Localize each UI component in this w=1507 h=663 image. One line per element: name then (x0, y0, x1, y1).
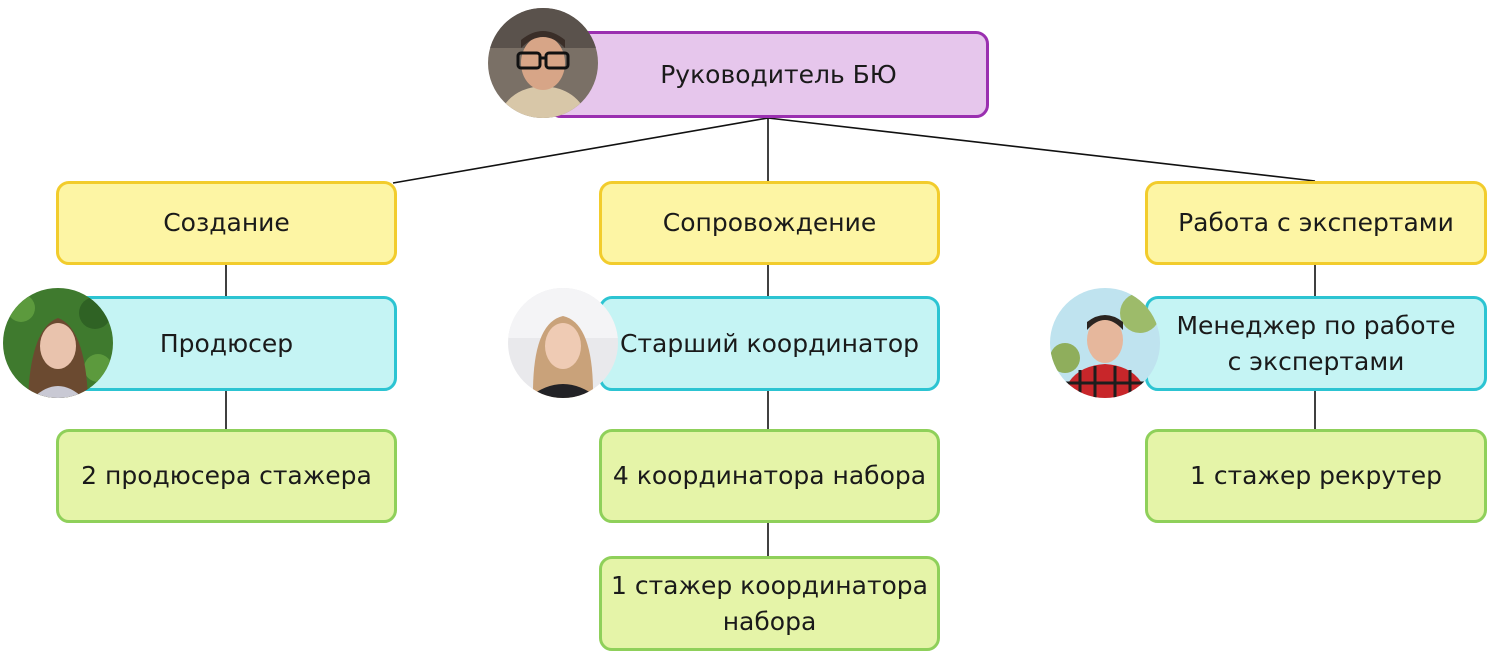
lead-senior-coordinator[interactable]: Старший координатор (599, 296, 940, 391)
staff-recruiter-intern-label: 1 стажер рекрутер (1189, 461, 1443, 490)
staff-coordinator-intern-label: 1 стажер координатора набора (610, 570, 928, 636)
head-label: Руководитель БЮ (660, 59, 897, 89)
department-create[interactable]: Создание (56, 181, 397, 265)
lead-experts-manager-label: Менеджер по работе с экспертами (1176, 310, 1456, 376)
lead-producer-label: Продюсер (159, 328, 294, 358)
staff-coordinators[interactable]: 4 координатора набора (599, 429, 940, 523)
staff-producer-interns-label: 2 продюсера стажера (81, 461, 372, 490)
woman-blonde-photo-icon (508, 288, 618, 398)
department-support-label: Сопровождение (662, 208, 877, 237)
woman-long-hair-photo-icon (3, 288, 113, 398)
staff-recruiter-intern[interactable]: 1 стажер рекрутер (1145, 429, 1487, 523)
connector-head-to-experts (767, 117, 1316, 182)
lead-senior-coordinator-label: Старший координатор (619, 328, 919, 358)
department-create-label: Создание (163, 208, 290, 237)
department-experts-label: Работа с экспертами (1178, 208, 1454, 237)
staff-producer-interns[interactable]: 2 продюсера стажера (56, 429, 397, 523)
staff-coordinators-label: 4 координатора набора (612, 461, 927, 490)
department-support[interactable]: Сопровождение (599, 181, 940, 265)
man-plaid-shirt-photo-icon (1050, 288, 1160, 398)
head-node[interactable]: Руководитель БЮ (548, 31, 989, 118)
department-experts[interactable]: Работа с экспертами (1145, 181, 1487, 265)
connector-head-to-create (392, 117, 769, 184)
staff-coordinator-intern[interactable]: 1 стажер координатора набора (599, 556, 940, 651)
lead-experts-manager[interactable]: Менеджер по работе с экспертами (1145, 296, 1487, 391)
man-glasses-photo-icon (488, 8, 598, 118)
